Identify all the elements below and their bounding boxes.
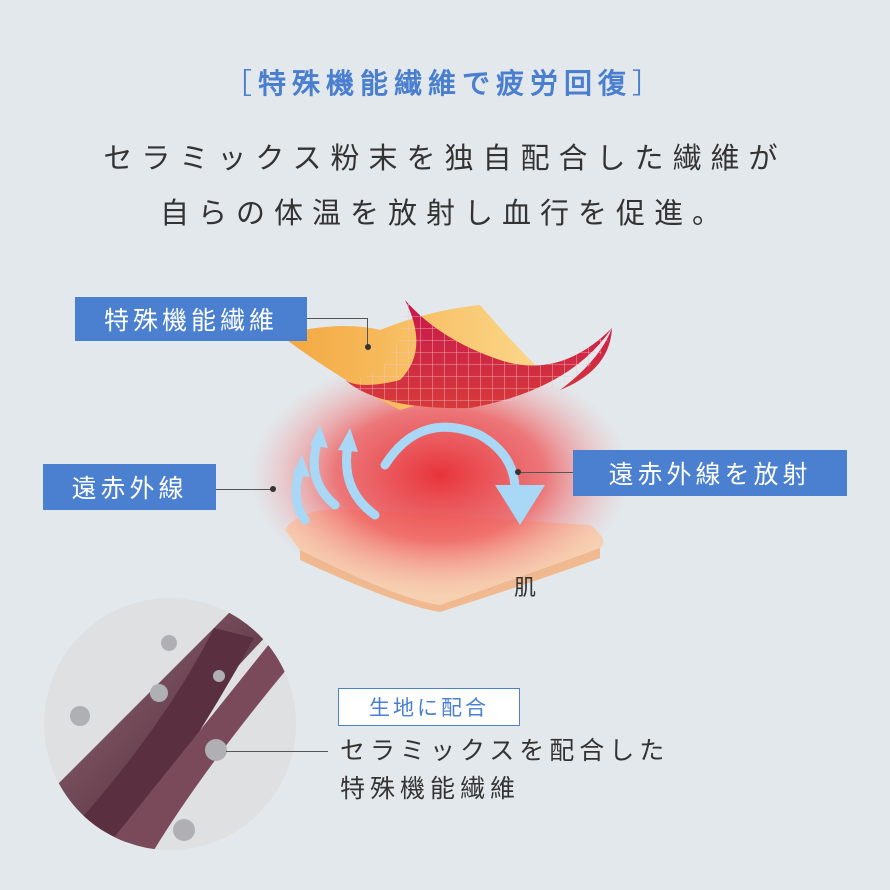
- leader-line: [216, 489, 272, 490]
- leader-dot: [365, 344, 371, 350]
- subtitle-line2: 自らの体温を放射し血行を促進。: [159, 196, 730, 230]
- blend-tag: 生地に配合: [338, 688, 520, 726]
- fiber-closeup-image: [44, 598, 296, 850]
- label-skin: 肌: [514, 576, 537, 601]
- leader-line: [226, 751, 328, 752]
- leader-dot: [270, 486, 276, 492]
- bracket-open: ［: [223, 67, 258, 100]
- leader-line: [367, 318, 368, 346]
- subtitle-line1: セラミックス粉末を独自配合した繊維が: [103, 141, 787, 175]
- label-far-infrared: 遠赤外線: [43, 464, 216, 510]
- detail-desc-line1: セラミックスを配合した: [340, 736, 670, 765]
- leader-line: [518, 472, 573, 473]
- heat-glow: [250, 355, 630, 595]
- detail-desc-line2: 特殊機能繊維: [340, 774, 521, 803]
- page-title: ［特殊機能繊維で疲労回復］: [0, 62, 890, 102]
- label-fiber: 特殊機能繊維: [75, 297, 307, 341]
- label-radiate: 遠赤外線を放射: [573, 450, 847, 496]
- heat-diagram: [250, 300, 630, 612]
- leader-line: [307, 318, 367, 319]
- title-text: 特殊機能繊維で疲労回復: [257, 67, 632, 100]
- leader-dot: [515, 469, 521, 475]
- bracket-close: ］: [632, 67, 667, 100]
- infrared-arrows-icon: [291, 422, 520, 525]
